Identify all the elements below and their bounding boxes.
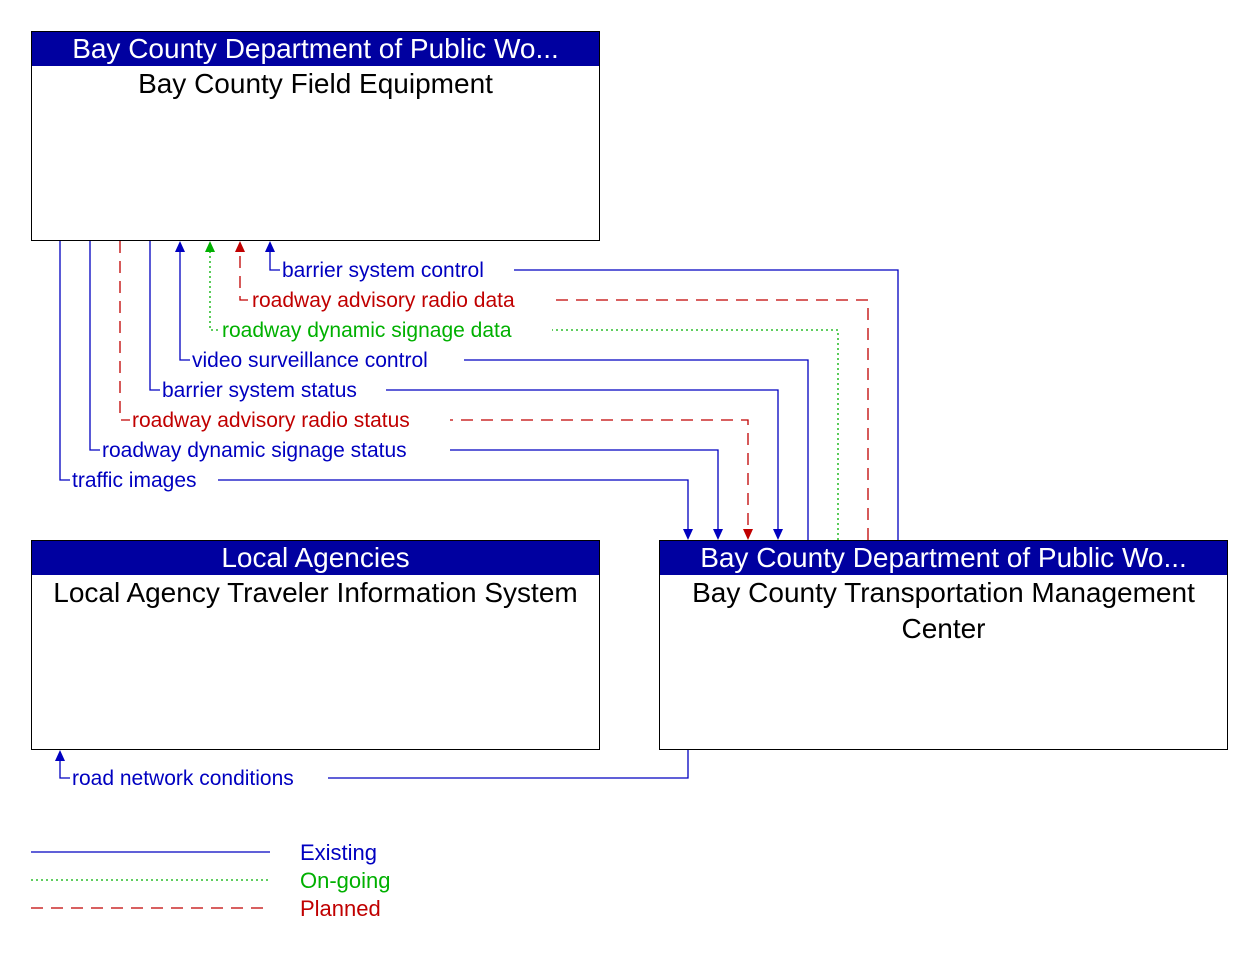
field-equipment-header: Bay County Department of Public Wo...: [32, 32, 599, 66]
arrow-head: [205, 241, 215, 252]
arrow-head: [55, 750, 65, 761]
legend-label-planned: Planned: [300, 896, 381, 921]
field-equipment-name: Bay County Field Equipment: [138, 68, 493, 99]
flow-road-network-conditions: road network conditions: [55, 750, 689, 790]
arrow-head: [773, 529, 783, 540]
flow-label: roadway dynamic signage data: [222, 319, 512, 342]
legend-item-planned: Planned: [31, 896, 381, 921]
flow-traffic-images: traffic images: [59, 241, 693, 540]
tmc-name: Bay County Transportation Management Cen…: [692, 577, 1195, 644]
legend-item-ongoing: On-going: [31, 868, 391, 893]
legend-label-existing: Existing: [300, 840, 377, 865]
flow-label: road network conditions: [72, 767, 294, 790]
flow-label: roadway advisory radio data: [252, 289, 515, 312]
tmc-box: Bay County Department of Public Wo... Ba…: [659, 540, 1228, 750]
flow-roadway-advisory-radio-status: roadway advisory radio status: [119, 241, 753, 540]
flow-barrier-system-status: barrier system status: [149, 241, 783, 540]
field-equipment-box: Bay County Department of Public Wo... Ba…: [31, 31, 600, 241]
flow-label: traffic images: [72, 469, 197, 492]
flow-label: roadway advisory radio status: [132, 409, 410, 432]
local-agencies-name: Local Agency Traveler Information System: [53, 577, 578, 608]
legend-label-ongoing: On-going: [300, 868, 391, 893]
flow-roadway-dynamic-signage-status: roadway dynamic signage status: [89, 241, 723, 540]
arrow-head: [175, 241, 185, 252]
flow-label: barrier system control: [282, 259, 484, 282]
tmc-header: Bay County Department of Public Wo...: [660, 541, 1227, 575]
arrow-head: [683, 529, 693, 540]
legend: Existing On-going Planned: [31, 840, 391, 921]
flow-barrier-system-control: barrier system control: [265, 241, 899, 540]
arrow-head: [713, 529, 723, 540]
flow-roadway-advisory-radio-data: roadway advisory radio data: [235, 241, 869, 540]
flow-label: barrier system status: [162, 379, 357, 402]
flow-video-surveillance-control: video surveillance control: [175, 241, 809, 540]
local-agencies-header: Local Agencies: [32, 541, 599, 575]
legend-item-existing: Existing: [31, 840, 377, 865]
flow-label: video surveillance control: [192, 349, 428, 372]
flow-roadway-dynamic-signage-data: roadway dynamic signage data: [205, 241, 839, 540]
flow-label: roadway dynamic signage status: [102, 439, 407, 462]
arrow-head: [235, 241, 245, 252]
local-agencies-box: Local Agencies Local Agency Traveler Inf…: [31, 540, 600, 750]
arrow-head: [743, 529, 753, 540]
arrow-head: [265, 241, 275, 252]
